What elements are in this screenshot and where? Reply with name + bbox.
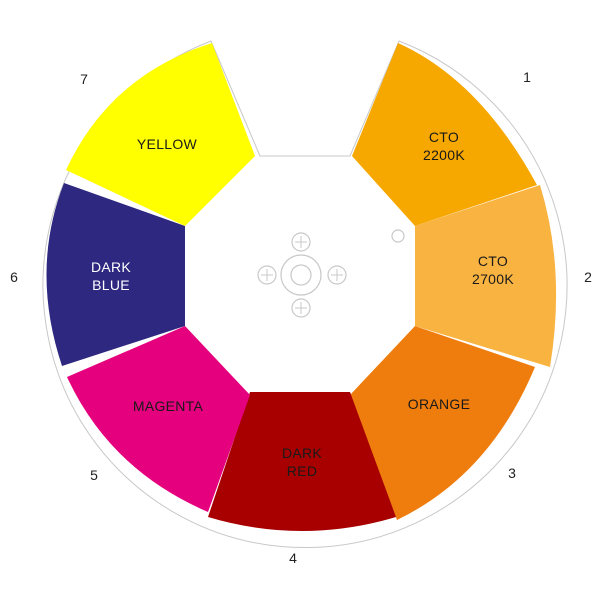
slot-label-6-line-2: BLUE xyxy=(92,277,130,293)
slot-label-4-line-2: RED xyxy=(287,463,317,479)
color-slots: CTO 2200K CTO 2700K ORANGE DARK RED MAGENTA DARK… xyxy=(46,43,557,531)
hub-outer-ring xyxy=(280,254,322,296)
slot-number-3: 3 xyxy=(508,465,516,481)
slot-label-1-line-1: CTO xyxy=(429,129,459,145)
color-slot-7 xyxy=(66,43,255,226)
slot-label-3-line-1: ORANGE xyxy=(408,396,470,412)
hub-screw-1 xyxy=(291,232,311,252)
color-slot-2 xyxy=(415,185,557,367)
slot-label-6-line-1: DARK xyxy=(91,259,131,275)
color-slot-1 xyxy=(352,43,537,226)
slot-label-4-line-1: DARK xyxy=(282,445,322,461)
slot-label-1-line-2: 2200K xyxy=(423,147,465,163)
slot-number-4: 4 xyxy=(289,550,297,566)
color-slot-4 xyxy=(208,392,396,531)
center-hub xyxy=(257,229,405,318)
hub-screw-2 xyxy=(327,265,347,285)
hub-screw-3 xyxy=(291,298,311,318)
color-slot-3 xyxy=(350,326,535,520)
color-slot-6 xyxy=(46,183,185,366)
slot-numbers: 1 2 3 4 5 6 7 xyxy=(10,69,592,566)
slot-number-5: 5 xyxy=(90,467,98,483)
slot-label-2-line-1: CTO xyxy=(478,253,508,269)
slot-label-7-line-1: YELLOW xyxy=(137,136,198,152)
index-hole xyxy=(391,229,405,243)
hub-inner-ring xyxy=(290,264,312,286)
hub-screw-4 xyxy=(257,265,277,285)
slot-number-2: 2 xyxy=(584,269,592,285)
slot-label-2-line-2: 2700K xyxy=(472,271,514,287)
slot-number-6: 6 xyxy=(10,269,18,285)
slot-number-1: 1 xyxy=(523,69,531,85)
slot-label-5-line-1: MAGENTA xyxy=(133,398,204,414)
color-slot-5 xyxy=(67,326,250,512)
slot-number-7: 7 xyxy=(80,71,88,87)
